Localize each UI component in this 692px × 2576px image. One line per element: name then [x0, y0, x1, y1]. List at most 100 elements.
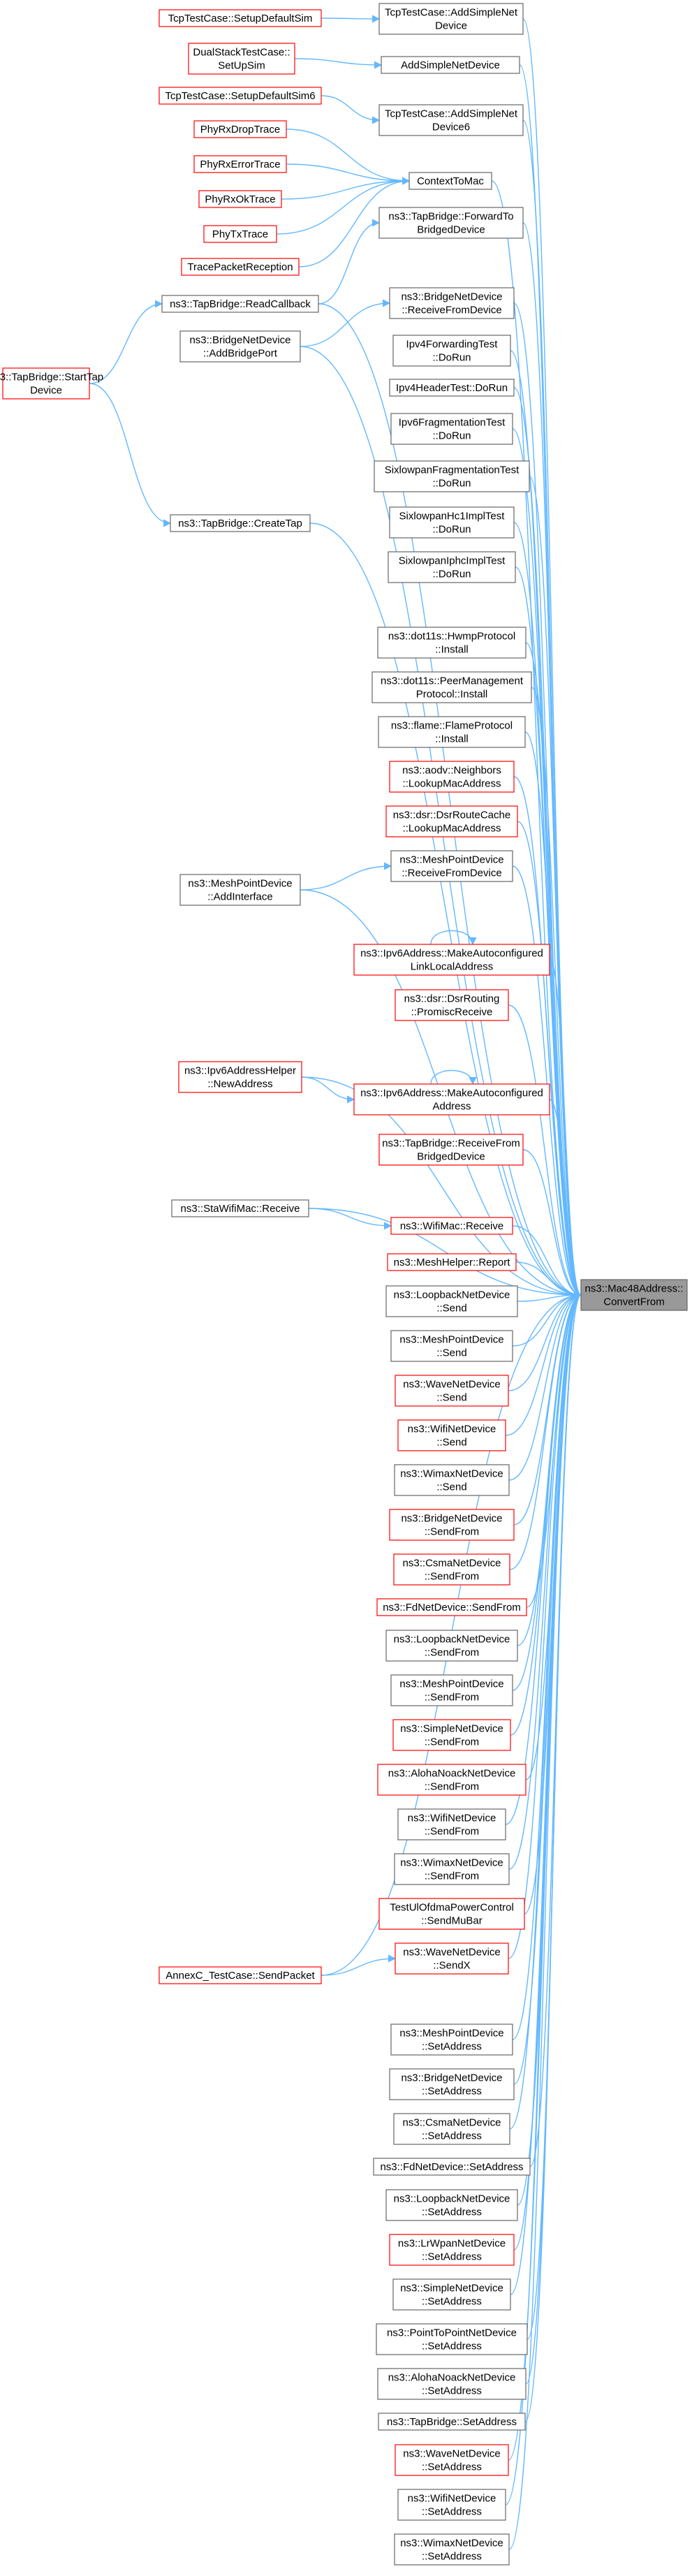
function-node-simplesetaddr[interactable]: ns3::SimpleNetDevice::SetAddress [392, 2278, 511, 2311]
function-node-aodv[interactable]: ns3::aodv::Neighbors::LookupMacAddress [389, 761, 515, 793]
function-node-lrwpansetaddr[interactable]: ns3::LrWpanNetDevice::SetAddress [389, 2234, 515, 2266]
node-box [395, 1375, 509, 1407]
node-box [397, 1808, 506, 1840]
function-node-wimaxsendfrom[interactable]: ns3::WimaxNetDevice::SendFrom [394, 1853, 510, 1885]
node-box [392, 335, 511, 367]
function-node-csmasendfrom[interactable]: ns3::CsmaNetDevice::SendFrom [393, 1553, 510, 1586]
function-node-flame[interactable]: ns3::flame::FlameProtocol::Install [378, 716, 526, 748]
function-node-fdsendfrom[interactable]: ns3::FdNetDevice::SendFrom [376, 1598, 527, 1616]
function-node-tbcreate[interactable]: ns3::TapBridge::CreateTap [170, 514, 311, 532]
function-node-ipv6helper[interactable]: ns3::Ipv6AddressHelper::NewAddress [178, 1061, 302, 1093]
function-node-hwmp[interactable]: ns3::dot11s::HwmpProtocol::Install [377, 627, 527, 659]
node-box [390, 2024, 513, 2056]
function-node-tracepkt[interactable]: TracePacketReception [181, 258, 300, 276]
function-node-bndrecv[interactable]: ns3::BridgeNetDevice::ReceiveFromDevice [389, 287, 515, 319]
node-label: ns3::WaveNetDevice [403, 1379, 501, 1391]
edge-txtrace-to-ctxmac [276, 177, 411, 235]
node-box [353, 944, 550, 976]
function-node-mpdrecv[interactable]: ns3::MeshPointDevice::ReceiveFromDevice [390, 850, 513, 882]
function-node-rxok[interactable]: PhyRxOkTrace [198, 190, 282, 208]
function-node-ipv6auto[interactable]: ns3::Ipv6Address::MakeAutoconfiguredAddr… [353, 1083, 550, 1115]
edge-sixiphc-to-target [515, 566, 582, 1299]
function-node-sixfrag[interactable]: SixlowpanFragmentationTest::DoRun [374, 460, 530, 492]
node-label: PhyRxDropTrace [200, 124, 280, 136]
node-label: ns3::WifiNetDevice [408, 1424, 496, 1435]
node-box [385, 1630, 518, 1662]
function-node-sixhc1[interactable]: SixlowpanHc1ImplTest::DoRun [389, 506, 515, 539]
edges-layer [89, 15, 582, 2550]
edge-ipv6helper-to-target [301, 1076, 582, 1299]
function-node-tcp3[interactable]: TcpTestCase::SetupDefaultSim6 [159, 87, 322, 105]
function-node-bndsetaddr[interactable]: ns3::BridgeNetDevice::SetAddress [389, 2068, 515, 2100]
function-node-ipv6frag[interactable]: Ipv6FragmentationTest::DoRun [390, 413, 513, 445]
node-label: ns3::dsr::DsrRouting [404, 993, 500, 1005]
node-label: ns3::TapBridge::SetAddress [387, 2416, 517, 2428]
node-box [390, 850, 513, 882]
function-node-p2psetaddr[interactable]: ns3::PointToPointNetDevice::SetAddress [376, 2323, 528, 2355]
node-box [394, 2533, 510, 2566]
node-label: Device [435, 20, 467, 32]
edge-ipv6helper-to-ipv6auto [301, 1076, 355, 1104]
function-node-mpdadd[interactable]: ns3::MeshPointDevice::AddInterface [179, 874, 301, 906]
function-node-rxdrop[interactable]: PhyRxDropTrace [193, 120, 287, 138]
function-node-ipv4hdr[interactable]: Ipv4HeaderTest::DoRun [389, 379, 515, 397]
function-node-wimaxsetaddr[interactable]: ns3::WimaxNetDevice::SetAddress [394, 2533, 510, 2566]
function-node-wifimac[interactable]: ns3::WifiMac::Receive [390, 1217, 513, 1235]
function-node-txtrace[interactable]: PhyTxTrace [203, 225, 277, 243]
edge-ipv6auto-to-ipv6auto [430, 1069, 477, 1085]
function-node-loopsend[interactable]: ns3::LoopbackNetDevice::Send [385, 1285, 518, 1317]
function-node-bndsendfrom[interactable]: ns3::BridgeNetDevice::SendFrom [389, 1509, 515, 1541]
function-node-dsrprom[interactable]: ns3::dsr::DsrRouting::PromiscReceive [395, 989, 509, 1021]
selected-function-node[interactable]: ns3::Mac48Address::ConvertFrom [580, 1279, 688, 1311]
function-node-wifisend[interactable]: ns3::WifiNetDevice::Send [397, 1419, 506, 1451]
function-node-mpdsend[interactable]: ns3::MeshPointDevice::Send [390, 1330, 513, 1362]
function-node-bndadd[interactable]: ns3::BridgeNetDevice::AddBridgePort [179, 330, 301, 363]
node-label: Ipv4HeaderTest::DoRun [396, 382, 508, 394]
node-label: ns3::dot11s::PeerManagement [381, 675, 524, 687]
function-node-loopsendfrom[interactable]: ns3::LoopbackNetDevice::SendFrom [385, 1630, 518, 1662]
function-node-addsimple[interactable]: AddSimpleNetDevice [381, 56, 520, 74]
function-node-ctxmac[interactable]: ContextToMac [408, 172, 492, 190]
function-node-csmasetaddr[interactable]: ns3::CsmaNetDevice::SetAddress [393, 2113, 510, 2145]
edge-mpdadd-to-mpdrecv [300, 862, 392, 891]
function-node-stawifi[interactable]: ns3::StaWifiMac::Receive [171, 1199, 309, 1217]
function-node-ipv6ll[interactable]: ns3::Ipv6Address::MakeAutoconfiguredLink… [353, 944, 550, 976]
node-label: SixlowpanIphcImplTest [399, 555, 506, 567]
function-node-tcp1[interactable]: TcpTestCase::AddSimpleNetDevice [378, 3, 524, 35]
function-node-dsrcache[interactable]: ns3::dsr::DsrRouteCache::LookupMacAddres… [385, 805, 518, 837]
function-node-tcp2[interactable]: TcpTestCase::SetupDefaultSim [159, 9, 322, 27]
function-node-sixiphc[interactable]: SixlowpanIphcImplTest::DoRun [388, 551, 516, 583]
node-box [389, 2068, 515, 2100]
function-node-simplesendfrom[interactable]: ns3::SimpleNetDevice::SendFrom [392, 1719, 511, 1751]
function-node-wavesend[interactable]: ns3::WaveNetDevice::Send [395, 1375, 509, 1407]
function-node-annexc[interactable]: AnnexC_TestCase::SendPacket [159, 1966, 322, 1984]
function-node-loopsetaddr[interactable]: ns3::LoopbackNetDevice::SetAddress [385, 2189, 518, 2221]
node-label: BridgedDevice [417, 1151, 485, 1163]
function-node-wifisetaddr[interactable]: ns3::WifiNetDevice::SetAddress [397, 2489, 506, 2521]
function-node-rxerror[interactable]: PhyRxErrorTrace [193, 155, 287, 173]
function-node-fdsetaddr[interactable]: ns3::FdNetDevice::SetAddress [373, 2158, 531, 2176]
function-node-meshhelper[interactable]: ns3::MeshHelper::Report [387, 1253, 517, 1271]
function-node-wimaxsend[interactable]: ns3::WimaxNetDevice::Send [394, 1464, 510, 1496]
function-node-tbread[interactable]: ns3::TapBridge::ReadCallback [161, 295, 319, 313]
function-node-peermgmt[interactable]: ns3::dot11s::PeerManagementProtocol::Ins… [371, 671, 532, 703]
function-node-wavesendx[interactable]: ns3::WaveNetDevice::SendX [395, 1942, 509, 1975]
function-node-alohasendfrom[interactable]: ns3::AlohaNoackNetDevice::SendFrom [377, 1764, 527, 1796]
node-box [389, 761, 515, 793]
function-node-testul[interactable]: TestUlOfdmaPowerControl::SendMuBar [378, 1898, 525, 1930]
edge-ipv6ll-to-target [549, 959, 582, 1299]
function-node-alohasetaddr[interactable]: ns3::AlohaNoackNetDevice::SetAddress [377, 2368, 527, 2400]
function-node-dualstack[interactable]: DualStackTestCase::SetUpSim [188, 43, 295, 75]
function-node-wifisendfrom[interactable]: ns3::WifiNetDevice::SendFrom [397, 1808, 506, 1840]
function-node-wavesetaddr[interactable]: ns3::WaveNetDevice::SetAddress [395, 2444, 509, 2476]
function-node-tbsetaddr[interactable]: ns3::TapBridge::SetAddress [378, 2413, 526, 2431]
node-box [353, 1083, 550, 1115]
function-node-ipv4fwd[interactable]: Ipv4ForwardingTest::DoRun [392, 335, 511, 367]
function-node-mpdsendfrom[interactable]: ns3::MeshPointDevice::SendFrom [390, 1674, 513, 1706]
node-label: SixlowpanFragmentationTest [385, 464, 520, 476]
function-node-mpdsetaddr[interactable]: ns3::MeshPointDevice::SetAddress [390, 2024, 513, 2056]
